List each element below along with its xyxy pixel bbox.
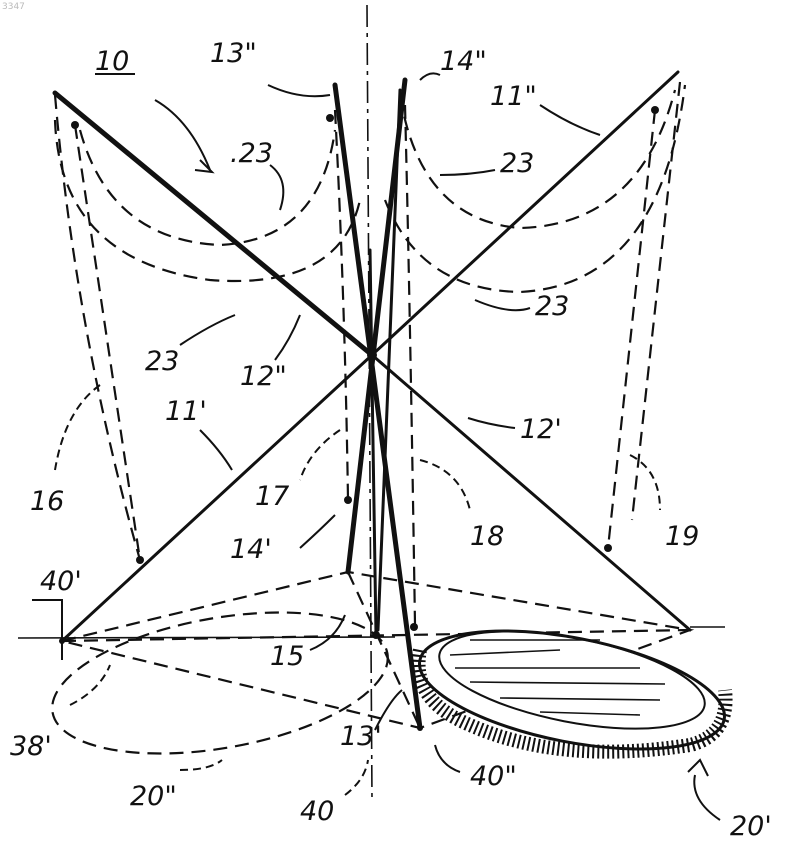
pole-11pp xyxy=(372,72,678,355)
edge-19a xyxy=(632,82,680,520)
leader-12p xyxy=(468,418,515,428)
corner-id: 3347 xyxy=(2,2,25,12)
label-14pp: 14" xyxy=(440,46,487,77)
label-20pp: 20" xyxy=(130,781,177,812)
label-23d: 23 xyxy=(145,346,179,377)
label-23b: 23 xyxy=(500,148,534,179)
label-11pp: 11" xyxy=(490,81,537,112)
leader-23b xyxy=(440,170,495,175)
edge-19b xyxy=(608,110,655,548)
central-joint xyxy=(367,350,377,360)
leader-23d xyxy=(180,315,235,345)
label-17: 17 xyxy=(255,481,289,512)
leader-13pp xyxy=(268,85,330,96)
joint-15 xyxy=(372,631,380,639)
joint-top-left xyxy=(71,121,79,129)
label-12pp: 12" xyxy=(240,361,287,392)
label-13pp: 13" xyxy=(210,38,257,69)
leader-14p xyxy=(300,515,335,548)
label-16: 16 xyxy=(30,486,64,517)
label-13p: 13' xyxy=(340,721,382,752)
leader-10-arrow xyxy=(195,160,212,172)
label-38p: 38' xyxy=(10,731,52,762)
joint-16 xyxy=(136,556,144,564)
leader-20p-arrow xyxy=(688,760,708,776)
label-40pp: 40" xyxy=(470,761,517,792)
label-23a: .23 xyxy=(230,138,273,169)
leader-40 xyxy=(345,760,368,795)
joint-17 xyxy=(344,496,352,504)
leader-18 xyxy=(420,460,470,510)
joint-top-right xyxy=(651,106,659,114)
joint-18 xyxy=(410,623,418,631)
leader-40p xyxy=(32,600,62,660)
leader-10 xyxy=(155,100,210,170)
leader-23a xyxy=(270,165,283,210)
label-15: 15 xyxy=(270,641,304,672)
label-23c: 23 xyxy=(535,291,569,322)
leader-14pp xyxy=(420,73,440,80)
joint-top-13 xyxy=(326,114,334,122)
leader-38p xyxy=(70,665,110,705)
pole-12p xyxy=(372,355,690,630)
leader-40pp xyxy=(435,745,460,772)
label-18: 18 xyxy=(470,521,504,552)
leader-11p xyxy=(200,430,232,470)
pole-11p xyxy=(62,355,372,641)
pole-12pp xyxy=(55,93,372,355)
joint-19 xyxy=(604,544,612,552)
leader-17 xyxy=(300,430,340,480)
label-19: 19 xyxy=(665,521,699,552)
label-14p: 14' xyxy=(230,534,272,565)
label-40p: 40' xyxy=(40,566,82,597)
label-10: 10 xyxy=(95,46,129,77)
curve-23-outer-left xyxy=(55,120,360,281)
joint-40pp xyxy=(417,725,423,731)
curve-23-outer-right xyxy=(385,85,685,292)
leader-11pp xyxy=(540,105,600,135)
leader-15 xyxy=(310,615,345,650)
leader-20p xyxy=(694,775,720,820)
leader-16 xyxy=(55,385,100,470)
leader-20pp xyxy=(180,760,222,770)
curve-23-inner-right xyxy=(400,90,675,228)
label-40: 40 xyxy=(300,796,334,827)
edge-16 xyxy=(55,95,140,560)
label-20p: 20' xyxy=(730,811,772,842)
edge-18 xyxy=(405,105,415,625)
leader-23c xyxy=(475,300,530,310)
label-11p: 11' xyxy=(165,396,207,427)
label-12p: 12' xyxy=(520,414,562,445)
leader-12pp xyxy=(275,315,300,360)
